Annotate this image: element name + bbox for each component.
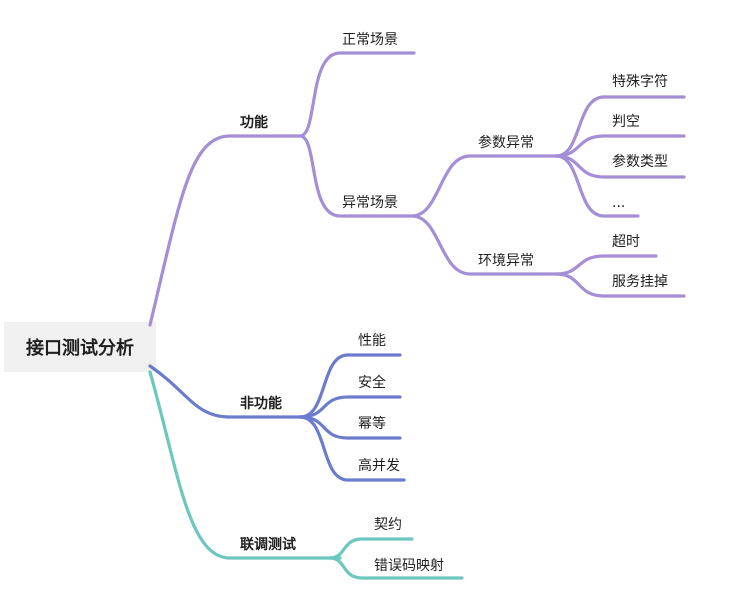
edge-nonfunctional-concurrency [298, 415, 406, 482]
node-timeout: 超时 [612, 234, 640, 250]
node-param-type: 参数类型 [612, 153, 668, 170]
node-idempotent: 幂等 [358, 415, 386, 432]
node-concurrency: 高并发 [358, 457, 400, 474]
node-error-code-mapping: 错误码映射 [374, 558, 444, 574]
edge-integration-contract [328, 537, 414, 560]
node-integration: 联调测试 [240, 536, 296, 553]
node-null-check: 判空 [612, 114, 640, 130]
edge-functional-abnormal [298, 134, 414, 218]
edge-abnormal-env [410, 214, 558, 276]
node-functional: 功能 [240, 114, 268, 131]
node-service-down: 服务挂掉 [612, 274, 668, 290]
node-contract: 契约 [374, 517, 402, 533]
branch-functional: 功能 正常场景 异常场景 参数异常 环境异常 特殊字符 判空 参数类型 ... … [148, 32, 686, 327]
edge-root-nonfunctional [148, 364, 302, 419]
node-nonfunctional: 非功能 [240, 395, 282, 412]
edge-env-service-down [554, 272, 686, 298]
edge-env-timeout [554, 254, 658, 276]
edge-root-functional [148, 134, 302, 327]
root-label: 接口测试分析 [26, 337, 134, 359]
branch-nonfunctional: 非功能 性能 安全 幂等 高并发 [148, 333, 406, 482]
node-security: 安全 [358, 374, 386, 391]
node-param-more: ... [612, 195, 625, 211]
edge-nonfunctional-performance [298, 353, 402, 419]
node-abnormal-scenario: 异常场景 [342, 195, 398, 211]
edge-integration-error-code [328, 556, 464, 580]
node-performance: 性能 [358, 333, 386, 349]
branch-integration: 联调测试 契约 错误码映射 [148, 370, 464, 580]
node-normal-scenario: 正常场景 [342, 32, 398, 48]
edge-param-more [554, 154, 640, 218]
edge-functional-normal [298, 51, 416, 138]
root-node [4, 322, 156, 372]
node-env-abnormal: 环境异常 [478, 253, 534, 269]
node-special-chars: 特殊字符 [612, 74, 668, 90]
node-param-abnormal: 参数异常 [478, 134, 534, 151]
edge-param-special-chars [554, 95, 686, 158]
edge-root-integration [148, 370, 342, 560]
edge-abnormal-params [410, 154, 558, 218]
